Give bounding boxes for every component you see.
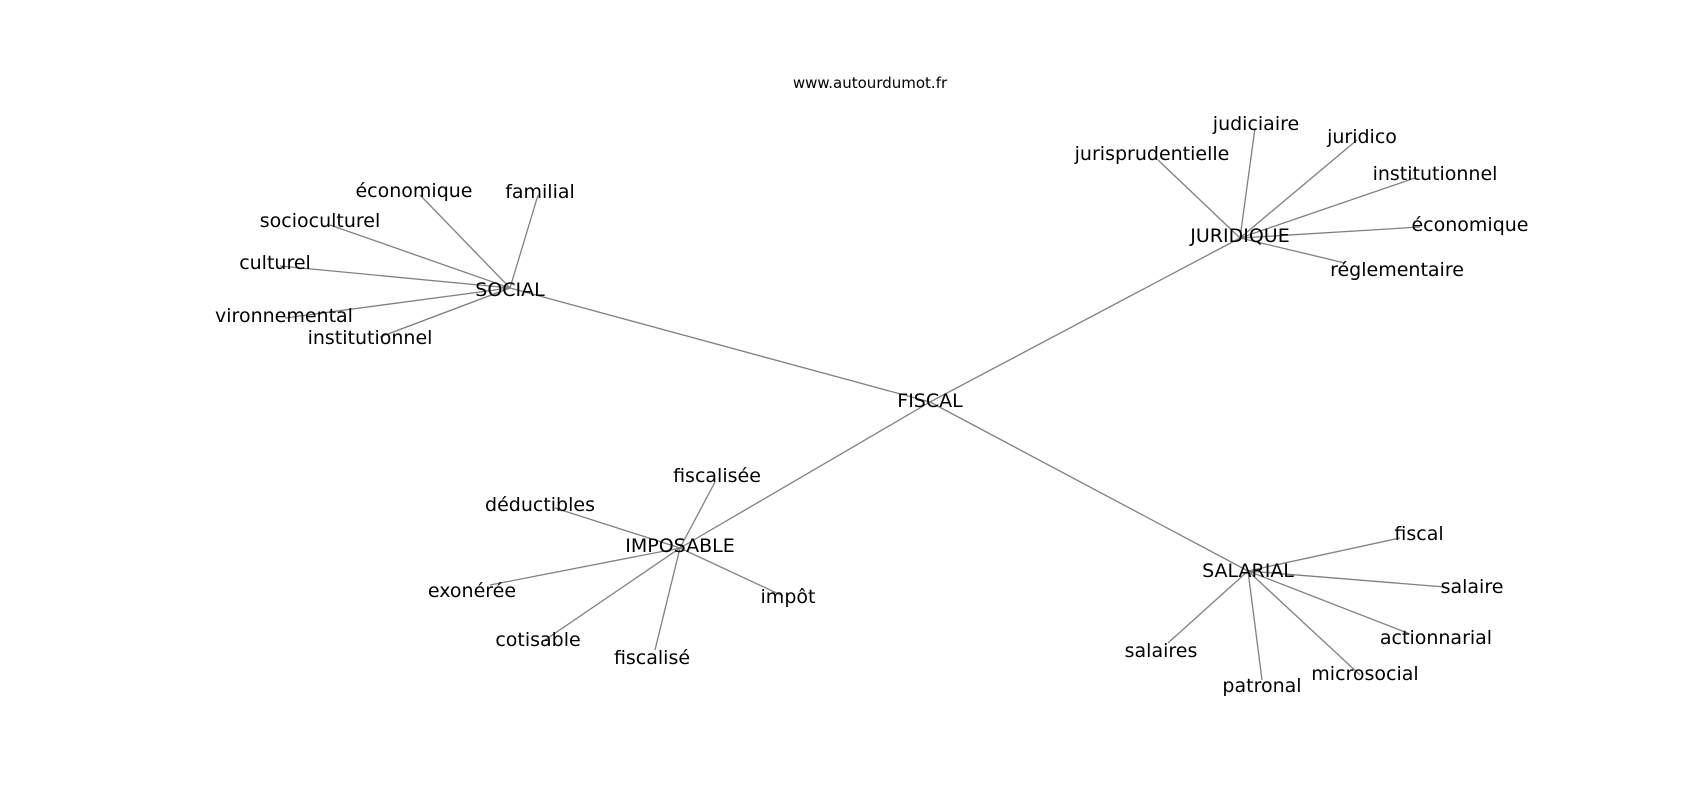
edge-hub-to-word [279,265,511,289]
leaf-node-label[interactable]: culturel [239,252,311,274]
edge-hub-to-word [1247,570,1446,588]
hub-node-label[interactable]: JURIDIQUE [1189,225,1289,247]
edge-center-to-hub [509,287,931,403]
edge-hub-to-word [1239,127,1256,239]
hub-node-label[interactable]: SOCIAL [475,279,545,301]
edge-hub-to-word [1239,139,1358,239]
edge-hub-to-word [1239,226,1421,239]
leaf-node-label[interactable]: microsocial [1311,663,1418,685]
edge-hub-to-word [1239,237,1346,264]
center-node-label[interactable]: FISCAL [897,390,963,412]
edge-center-to-hub [679,401,931,549]
hub-node-label[interactable]: SALARIAL [1202,560,1294,582]
leaf-node-label[interactable]: institutionnel [1373,163,1498,185]
source-credit: www.autourdumot.fr [793,74,948,92]
edge-hub-to-word [1157,159,1241,239]
leaf-node-label[interactable]: familial [505,181,575,203]
leaf-node-label[interactable]: juridico [1326,126,1397,148]
edge-hub-to-word [284,287,511,319]
leaf-node-label[interactable]: économique [355,180,472,202]
edge-hub-to-word [1247,570,1263,681]
leaf-node-label[interactable]: cotisable [495,629,580,651]
edge-hub-to-word [419,194,511,289]
leaf-node-label[interactable]: institutionnel [308,327,433,349]
leaf-node-label[interactable]: économique [1411,214,1528,236]
leaf-node-label[interactable]: judiciaire [1212,113,1299,135]
edge-hub-to-word [1247,570,1361,676]
leaf-node-label[interactable]: fiscal [1394,523,1443,545]
edge-hub-to-word [1247,570,1411,635]
leaf-node-label[interactable]: jurisprudentielle [1074,143,1230,165]
leaf-node-label[interactable]: socioculturel [260,210,381,232]
leaf-node-label[interactable]: salaires [1125,640,1198,662]
edge-hub-to-word [554,507,681,549]
graph-labels: FISCAL SOCIAL économique familial sociocult… [215,113,1528,697]
hub-node-label[interactable]: IMPOSABLE [625,535,734,557]
leaf-node-label[interactable]: impôt [761,586,816,608]
leaf-node-label[interactable]: vironnemental [215,305,353,327]
leaf-node-label[interactable]: patronal [1222,675,1301,697]
leaf-node-label[interactable]: salaire [1441,576,1504,598]
edge-hub-to-word [544,547,681,641]
edge-hub-to-word [379,287,511,338]
leaf-node-label[interactable]: réglementaire [1330,259,1464,281]
edge-hub-to-word [654,547,681,651]
edge-center-to-hub [929,237,1241,403]
leaf-node-label[interactable]: exonérée [428,580,516,602]
leaf-node-label[interactable]: fiscalisé [614,647,690,669]
edge-hub-to-word [509,194,539,289]
edge-hub-to-word [329,224,511,289]
leaf-node-label[interactable]: fiscalisée [673,465,761,487]
leaf-node-label[interactable]: déductibles [485,494,595,516]
graph-edges [279,127,1446,681]
edge-hub-to-word [679,481,716,549]
edge-hub-to-word [1239,177,1416,239]
edge-hub-to-word [489,547,681,586]
edge-hub-to-word [1167,570,1249,644]
edge-hub-to-word [679,547,784,597]
leaf-node-label[interactable]: actionnarial [1380,627,1492,649]
edge-hub-to-word [1247,537,1401,572]
edge-center-to-hub [929,401,1249,572]
